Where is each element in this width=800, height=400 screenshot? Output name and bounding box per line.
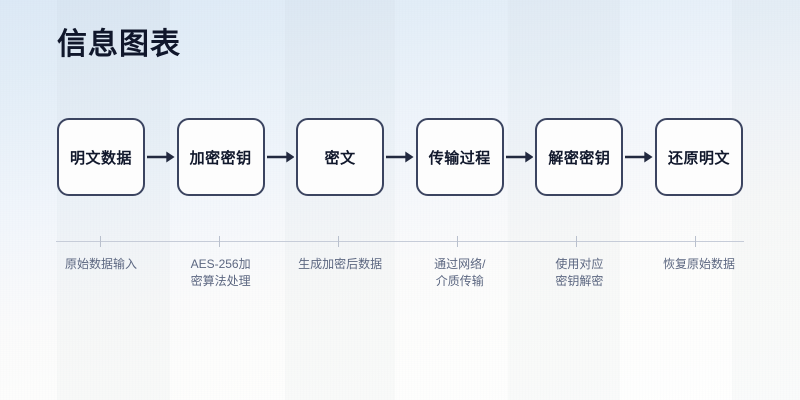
arrow-right-icon	[505, 149, 534, 165]
flow-caption-2: AES-256加 密算法处理	[190, 257, 251, 288]
caption-row: 原始数据输入 AES-256加 密算法处理 生成加密后数据 通过网络/ 介质传输…	[57, 256, 743, 290]
flow-node-label: 传输过程	[428, 149, 491, 167]
flow-node-label: 加密密钥	[189, 149, 252, 167]
flow-node-3: 密文	[296, 118, 385, 196]
flow-node-5: 解密密钥	[535, 118, 624, 196]
flow-caption-5: 使用对应 密钥解密	[555, 257, 604, 288]
flow-node-label: 密文	[324, 149, 356, 167]
flow-node-label: 明文数据	[69, 149, 132, 167]
flow-node-2: 加密密钥	[176, 118, 265, 196]
flow-diagram: 明文数据 加密密钥 密文 传输过程	[57, 118, 743, 196]
arrow-right-icon	[147, 149, 175, 165]
arrow-right-icon	[386, 149, 414, 165]
flow-node-1: 明文数据	[57, 118, 145, 196]
axis-tick	[338, 236, 339, 247]
flow-caption-3: 生成加密后数据	[298, 257, 383, 271]
timeline-axis	[56, 236, 744, 247]
flow-caption-1: 原始数据输入	[64, 257, 137, 271]
arrow-right-icon	[625, 149, 653, 165]
flow-node-label: 解密密钥	[548, 149, 611, 167]
flow-node-6: 还原明文	[654, 118, 743, 196]
axis-tick	[219, 236, 220, 247]
flow-node-label: 还原明文	[667, 149, 730, 167]
arrow-right-icon	[266, 149, 295, 165]
flow-node-4: 传输过程	[415, 118, 504, 196]
flow-caption-6: 恢复原始数据	[662, 257, 735, 271]
axis-tick	[100, 236, 101, 247]
axis-tick	[695, 236, 696, 247]
flow-caption-4: 通过网络/ 介质传输	[434, 257, 486, 288]
axis-tick	[457, 236, 458, 247]
axis-tick	[576, 236, 577, 247]
page-title: 信息图表	[57, 28, 181, 61]
